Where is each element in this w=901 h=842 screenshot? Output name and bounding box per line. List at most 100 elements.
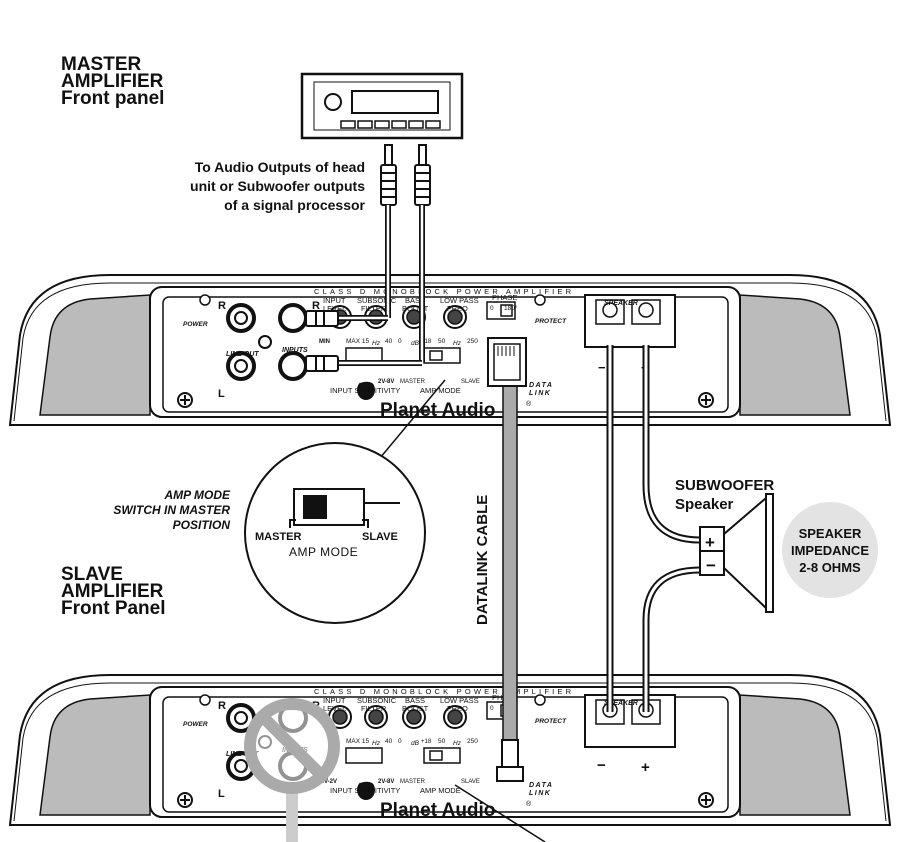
bass-max: +18 bbox=[421, 339, 432, 345]
min-label: MIN bbox=[319, 339, 330, 345]
note-line: SUBWOOFER bbox=[675, 477, 775, 494]
channel-r-label: R bbox=[218, 300, 226, 312]
brand-logo-text: Planet Audio bbox=[380, 800, 495, 821]
subwoofer-plus: + bbox=[705, 533, 715, 552]
master-panel-labels: CLASS D MONOBLOCK POWER AMPLIFIER POWER … bbox=[183, 287, 649, 421]
input-level-line1: INPUT bbox=[323, 696, 346, 705]
master-label: MASTER bbox=[400, 779, 426, 785]
rca-plugs bbox=[380, 144, 431, 206]
input-sensitivity-label: INPUT SENSITIVITY bbox=[330, 786, 400, 795]
note-line: Speaker bbox=[675, 496, 734, 513]
line-out-label: LINE OUT bbox=[226, 351, 259, 358]
amp-mode-callout: MASTER SLAVE AMP MODE bbox=[244, 379, 446, 624]
lowpass-unit: Hz bbox=[453, 340, 462, 347]
lowpass-max: 250 bbox=[467, 738, 478, 745]
callout-slave-label: SLAVE bbox=[362, 531, 398, 543]
subsonic-line2: FILTER bbox=[361, 304, 387, 313]
data-link-line1: DATA bbox=[529, 782, 553, 789]
heading-line: MASTER bbox=[61, 54, 142, 75]
callout-master-label: MASTER bbox=[255, 531, 302, 543]
rca-cables bbox=[336, 205, 425, 366]
sensitivity-range-low: 50mV-2V bbox=[312, 779, 337, 785]
heading-line: AMPLIFIER bbox=[61, 71, 164, 92]
lowpass-min: 50 bbox=[438, 338, 446, 345]
lowpass-min: 50 bbox=[438, 738, 446, 745]
note-line: of a signal processor bbox=[224, 197, 365, 213]
slave-amp-mode-pointer bbox=[454, 784, 546, 842]
subsonic-unit: Hz bbox=[372, 340, 381, 347]
input-level-line2: LEVEL bbox=[323, 704, 346, 713]
slave-speaker-plus: + bbox=[641, 759, 650, 776]
lowpass-unit: Hz bbox=[453, 740, 462, 747]
amp-mode-switch-note: AMP MODE SWITCH IN MASTER POSITION bbox=[110, 488, 230, 533]
heading-line: Front Panel bbox=[61, 598, 166, 619]
rca-plugs-inserted bbox=[305, 310, 339, 372]
master-label: MASTER bbox=[400, 379, 426, 385]
bass-line1: BASS bbox=[405, 696, 425, 705]
slave-speaker-minus: − bbox=[597, 757, 606, 774]
bass-line1: BASS bbox=[405, 296, 425, 305]
lowpass-max: 250 bbox=[467, 338, 478, 345]
lowpass-line1: LOW PASS bbox=[440, 696, 479, 705]
speaker-wires bbox=[606, 345, 701, 712]
subsonic-min: MAX 15 bbox=[346, 738, 370, 745]
lowpass-line2: FREQ bbox=[447, 304, 468, 313]
heading-line: Front panel bbox=[61, 88, 165, 109]
power-label: POWER bbox=[183, 321, 208, 328]
speaker-minus-label: − bbox=[598, 360, 606, 375]
speaker-label: SPEAKER bbox=[604, 700, 638, 707]
note-line: SWITCH IN MASTER bbox=[113, 503, 230, 517]
channel-r-label: R bbox=[312, 300, 320, 312]
bass-min: 0 bbox=[398, 738, 402, 745]
lowpass-line2: FREQ bbox=[447, 704, 468, 713]
power-label: POWER bbox=[183, 721, 208, 728]
datalink-cable-label: DATALINK CABLE bbox=[474, 495, 491, 625]
slave-label: SLAVE bbox=[461, 779, 480, 785]
master-amplifier-heading: MASTER AMPLIFIER Front panel bbox=[61, 54, 165, 109]
datalink-cable bbox=[487, 337, 527, 782]
callout-amp-mode-label: AMP MODE bbox=[289, 545, 358, 559]
series-title: CLASS D MONOBLOCK POWER AMPLIFIER bbox=[314, 287, 574, 296]
slave-amplifier-heading: SLAVE AMPLIFIER Front Panel bbox=[61, 564, 166, 619]
data-link-line2: LINK bbox=[529, 790, 551, 797]
subwoofer-note: SUBWOOFER Speaker bbox=[675, 476, 795, 514]
head-unit bbox=[300, 72, 464, 140]
subsonic-max: 40 bbox=[385, 338, 393, 345]
subsonic-line1: SUBSONIC bbox=[357, 696, 397, 705]
subsonic-min: MAX 15 bbox=[346, 338, 370, 345]
phase-label: PHASE bbox=[492, 293, 517, 302]
amp-mode-label: AMP MODE bbox=[420, 786, 461, 795]
impedance-line: SPEAKER bbox=[799, 526, 862, 541]
data-link-line1: DATA bbox=[529, 382, 553, 389]
bass-unit: dB bbox=[411, 740, 420, 747]
no-input-prohibition-icon bbox=[244, 698, 340, 842]
input-sensitivity-label: INPUT SENSITIVITY bbox=[330, 386, 400, 395]
phase-0: 0 bbox=[490, 705, 494, 712]
phase-0: 0 bbox=[490, 305, 494, 312]
subsonic-unit: Hz bbox=[372, 740, 381, 747]
impedance-line: IMPEDANCE bbox=[791, 543, 869, 558]
registered-mark: ® bbox=[526, 800, 532, 808]
bass-max: +18 bbox=[421, 739, 432, 745]
bass-line2: BOOST bbox=[402, 304, 429, 313]
registered-mark: ® bbox=[526, 400, 532, 408]
channel-r-label: R bbox=[218, 700, 226, 712]
heading-line: SLAVE bbox=[61, 564, 123, 585]
slave-label: SLAVE bbox=[461, 379, 480, 385]
channel-l-label: L bbox=[218, 788, 225, 800]
head-unit-note: To Audio Outputs of head unit or Subwoof… bbox=[150, 158, 365, 215]
input-level-line2: LEVEL bbox=[323, 304, 346, 313]
speaker-label: SPEAKER bbox=[604, 300, 638, 307]
brand-logo-text: Planet Audio bbox=[380, 400, 495, 421]
note-line: unit or Subwoofer outputs bbox=[190, 178, 365, 194]
phase-180: 180° bbox=[504, 304, 518, 312]
note-line: To Audio Outputs of head bbox=[194, 159, 365, 175]
note-line: POSITION bbox=[172, 518, 230, 532]
sensitivity-range: 2V-8V bbox=[378, 379, 394, 385]
subsonic-line2: FILTER bbox=[361, 704, 387, 713]
impedance-line: 2-8 OHMS bbox=[799, 560, 861, 575]
bass-unit: dB bbox=[411, 340, 420, 347]
note-line: AMP MODE bbox=[164, 488, 230, 502]
protect-label: PROTECT bbox=[535, 718, 567, 725]
